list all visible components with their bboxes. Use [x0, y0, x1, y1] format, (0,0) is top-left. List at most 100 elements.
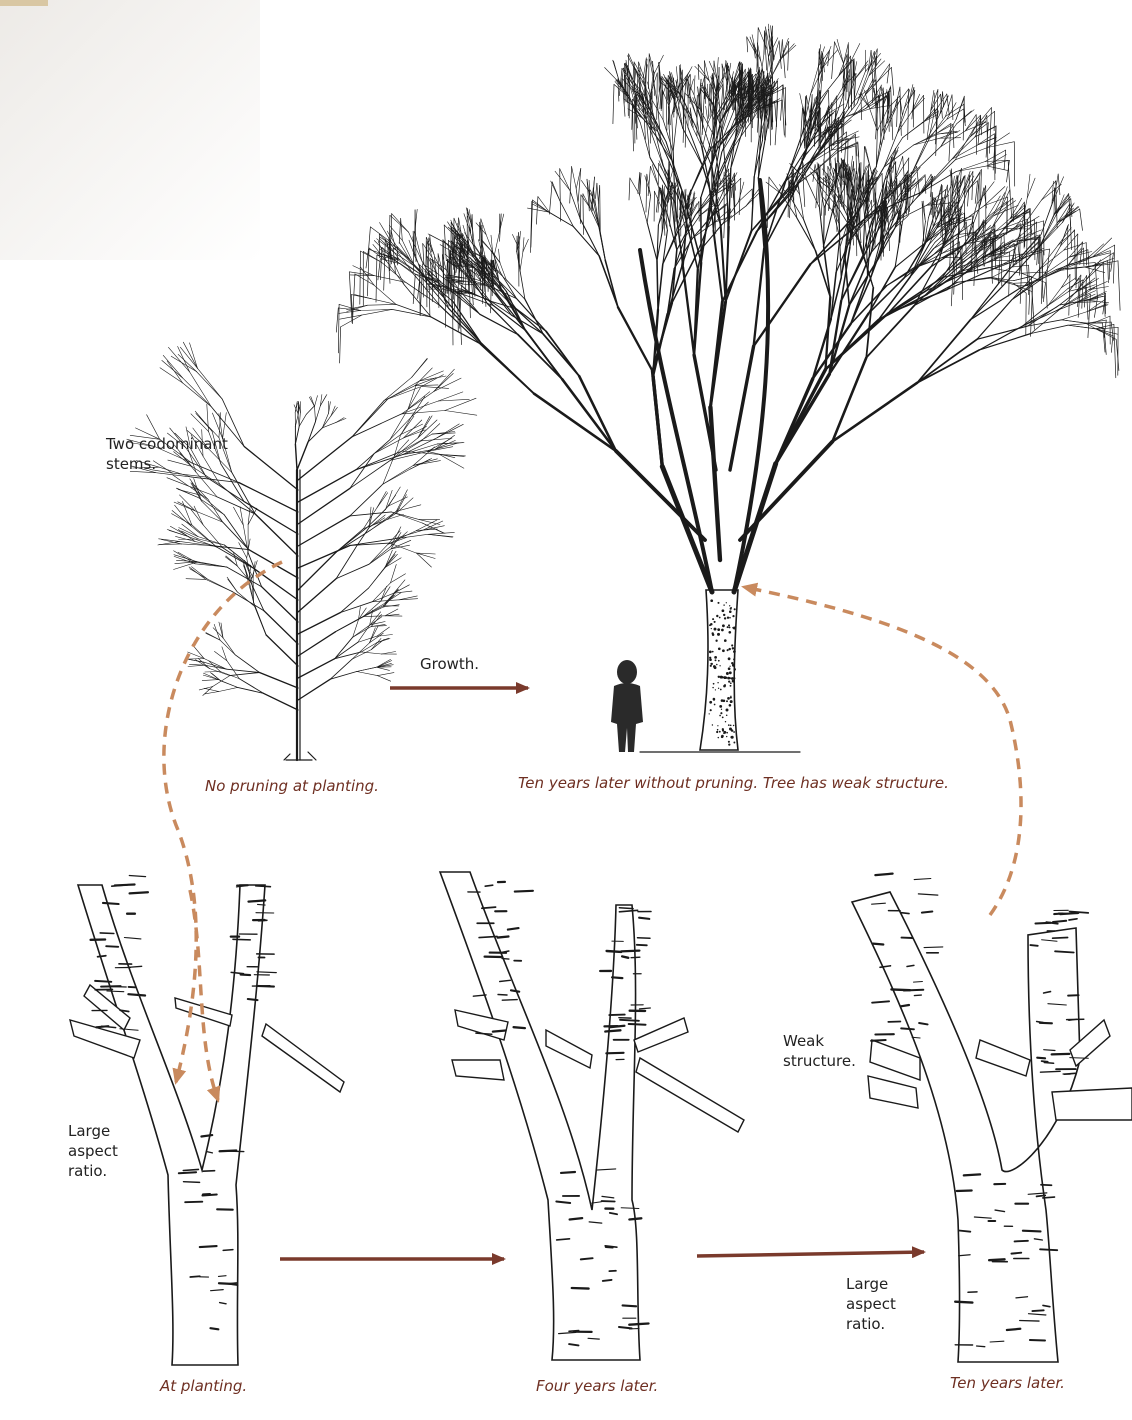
- bark-speckle: [733, 677, 735, 679]
- branch: [213, 676, 230, 687]
- branch: [914, 267, 954, 305]
- hanging-twig: [685, 108, 686, 147]
- branch: [1068, 325, 1096, 329]
- branch: [823, 50, 838, 67]
- branch: [835, 42, 844, 64]
- bark-speckle: [730, 682, 732, 684]
- bark-mark: [570, 1218, 583, 1219]
- branch: [294, 405, 298, 413]
- branch: [512, 234, 519, 248]
- branch: [854, 59, 855, 80]
- branch: [377, 667, 390, 670]
- bark-mark: [891, 989, 910, 990]
- main-leader-left: [640, 250, 712, 592]
- branch: [244, 447, 298, 491]
- hanging-twig: [858, 142, 859, 157]
- branch: [445, 411, 477, 416]
- bark-mark: [919, 1023, 928, 1024]
- bark-mark: [241, 975, 251, 976]
- branch: [357, 667, 377, 671]
- branch: [526, 330, 563, 379]
- bark-mark: [609, 1015, 624, 1016]
- bark-mark: [977, 1346, 985, 1347]
- bark-speckle: [728, 657, 731, 660]
- branch: [198, 537, 224, 545]
- branch: [877, 67, 892, 82]
- caption-at-planting: At planting.: [160, 1377, 247, 1395]
- branch: [818, 148, 839, 168]
- bark-speckle: [717, 602, 719, 604]
- bark-speckle: [732, 664, 735, 667]
- branch: [198, 368, 223, 399]
- bark-speckle: [722, 624, 725, 627]
- branch: [217, 547, 254, 568]
- hanging-twig: [775, 101, 777, 121]
- branch: [315, 406, 316, 421]
- bark-speckle: [725, 721, 726, 722]
- branch: [911, 147, 941, 175]
- bark-speckle: [718, 647, 721, 650]
- mature-trunk: [700, 590, 738, 750]
- hanging-twig: [883, 88, 884, 140]
- bark-speckle: [733, 668, 736, 671]
- branch: [618, 307, 653, 371]
- branch: [352, 650, 371, 660]
- bark-speckle: [731, 644, 733, 646]
- branch: [999, 226, 1019, 237]
- bark-speckle: [729, 617, 731, 619]
- branch: [402, 411, 445, 414]
- side-limb: [1052, 1088, 1132, 1120]
- branch: [415, 385, 438, 386]
- branch: [955, 129, 973, 160]
- branch: [1055, 302, 1079, 312]
- branch: [404, 427, 427, 438]
- hanging-twig: [1004, 150, 1006, 170]
- bark-speckle: [709, 624, 711, 626]
- branch: [368, 304, 396, 305]
- branch: [824, 246, 831, 297]
- person-silhouette: [611, 660, 643, 752]
- bark-speckle: [727, 697, 730, 700]
- branch: [910, 239, 928, 278]
- branch: [239, 679, 263, 694]
- branch: [394, 534, 428, 539]
- branch: [853, 104, 874, 116]
- bark-mark: [603, 1280, 612, 1281]
- branch: [947, 271, 990, 290]
- branch: [336, 418, 346, 422]
- bark-mark: [569, 1344, 578, 1345]
- bark-speckle: [726, 715, 728, 717]
- branch: [396, 250, 414, 274]
- bark-mark: [502, 959, 509, 960]
- bark-mark: [1023, 1231, 1041, 1232]
- bark-speckle: [727, 649, 729, 651]
- hanging-twig: [1113, 245, 1114, 283]
- bark-mark: [873, 944, 883, 945]
- hanging-twig: [596, 183, 597, 198]
- branch: [262, 587, 298, 622]
- bark-mark: [95, 981, 111, 982]
- bark-speckle: [712, 687, 713, 688]
- bark-speckle: [723, 614, 725, 616]
- hanging-twig: [747, 37, 748, 52]
- branch: [751, 177, 754, 231]
- hanging-twig: [1118, 261, 1120, 311]
- branch: [710, 407, 720, 560]
- bark-mark: [619, 908, 633, 909]
- branch: [876, 135, 884, 167]
- bark-mark: [101, 986, 121, 987]
- branch: [355, 295, 372, 299]
- branch: [866, 288, 873, 358]
- bark-speckle: [713, 698, 716, 701]
- bark-mark: [912, 1037, 920, 1038]
- branch: [204, 688, 219, 691]
- hanging-twig: [1027, 219, 1028, 257]
- bark-speckle: [711, 628, 712, 629]
- branch: [846, 79, 855, 106]
- bark-mark: [569, 1331, 579, 1332]
- bark-speckle: [723, 685, 726, 688]
- label-growth: Growth.: [420, 654, 479, 674]
- branch: [298, 437, 352, 480]
- hanging-twig: [891, 87, 893, 140]
- bark-mark: [924, 947, 943, 948]
